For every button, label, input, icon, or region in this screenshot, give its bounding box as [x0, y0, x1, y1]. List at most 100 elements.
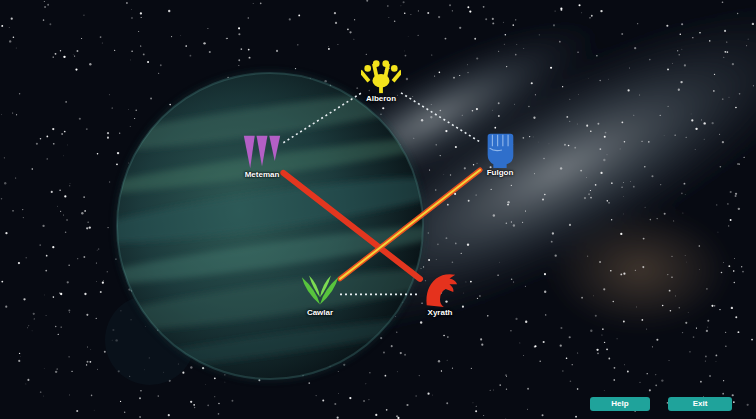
star [497, 275, 498, 276]
star [602, 328, 604, 330]
star [619, 148, 621, 150]
star [560, 327, 562, 329]
star [410, 14, 412, 16]
star [276, 50, 278, 52]
star [744, 157, 745, 158]
star [722, 1, 724, 3]
star [107, 132, 109, 134]
star [684, 194, 686, 196]
star [438, 360, 440, 362]
star [544, 194, 545, 195]
star [577, 52, 578, 53]
star [611, 182, 613, 184]
star [694, 149, 696, 151]
star [241, 48, 243, 50]
star [593, 295, 595, 297]
star [349, 397, 351, 399]
star [23, 217, 24, 218]
star [43, 395, 45, 397]
star [53, 296, 55, 298]
star [728, 265, 730, 267]
star [700, 381, 702, 383]
star [22, 209, 23, 210]
star [649, 59, 651, 61]
star [227, 38, 228, 39]
star [436, 144, 437, 145]
star [45, 270, 47, 272]
star [375, 414, 377, 416]
star [366, 0, 368, 2]
star [415, 395, 417, 397]
star [214, 377, 216, 379]
star [397, 417, 399, 419]
star [734, 282, 735, 283]
star [705, 355, 707, 357]
star [730, 219, 732, 221]
star [86, 364, 87, 365]
star [467, 243, 469, 245]
star [543, 158, 544, 159]
star [723, 56, 725, 58]
star [63, 214, 64, 215]
star [76, 410, 78, 412]
star [218, 413, 220, 415]
star [18, 262, 20, 264]
star [587, 256, 588, 257]
star [542, 414, 544, 416]
star [507, 204, 509, 206]
star [55, 326, 56, 327]
star [705, 361, 706, 362]
star [354, 19, 355, 20]
star [65, 101, 66, 102]
star [667, 69, 669, 71]
star [733, 258, 735, 260]
star [83, 196, 85, 198]
star [238, 65, 240, 67]
star [489, 389, 491, 391]
star [681, 193, 683, 195]
star [421, 303, 422, 304]
star [728, 225, 729, 226]
star [443, 335, 444, 336]
star [58, 334, 59, 335]
star [562, 370, 564, 372]
star [525, 286, 526, 287]
star [671, 255, 673, 257]
star [487, 315, 489, 317]
star [730, 191, 732, 193]
star [26, 327, 28, 329]
star [337, 43, 339, 45]
star [752, 23, 754, 25]
star [102, 282, 104, 284]
star [119, 133, 120, 134]
star [580, 170, 582, 172]
star [588, 77, 590, 79]
star [295, 68, 296, 69]
star [185, 45, 187, 47]
star [627, 371, 629, 373]
star [28, 325, 30, 327]
star [569, 121, 570, 122]
star [607, 200, 609, 202]
star [129, 125, 131, 127]
emblem-icon [242, 133, 282, 171]
star [43, 368, 45, 370]
star [89, 227, 91, 229]
star [9, 40, 11, 42]
star [407, 36, 409, 38]
star [714, 74, 715, 75]
star [534, 173, 536, 175]
star [682, 212, 683, 213]
star [430, 116, 432, 118]
star [86, 314, 88, 316]
star [106, 271, 108, 273]
star [447, 360, 448, 361]
star [596, 55, 598, 57]
star [724, 30, 726, 32]
star [667, 274, 668, 275]
star [492, 22, 494, 24]
star [423, 266, 424, 267]
star [79, 118, 81, 120]
star [406, 78, 408, 80]
star [353, 38, 355, 40]
